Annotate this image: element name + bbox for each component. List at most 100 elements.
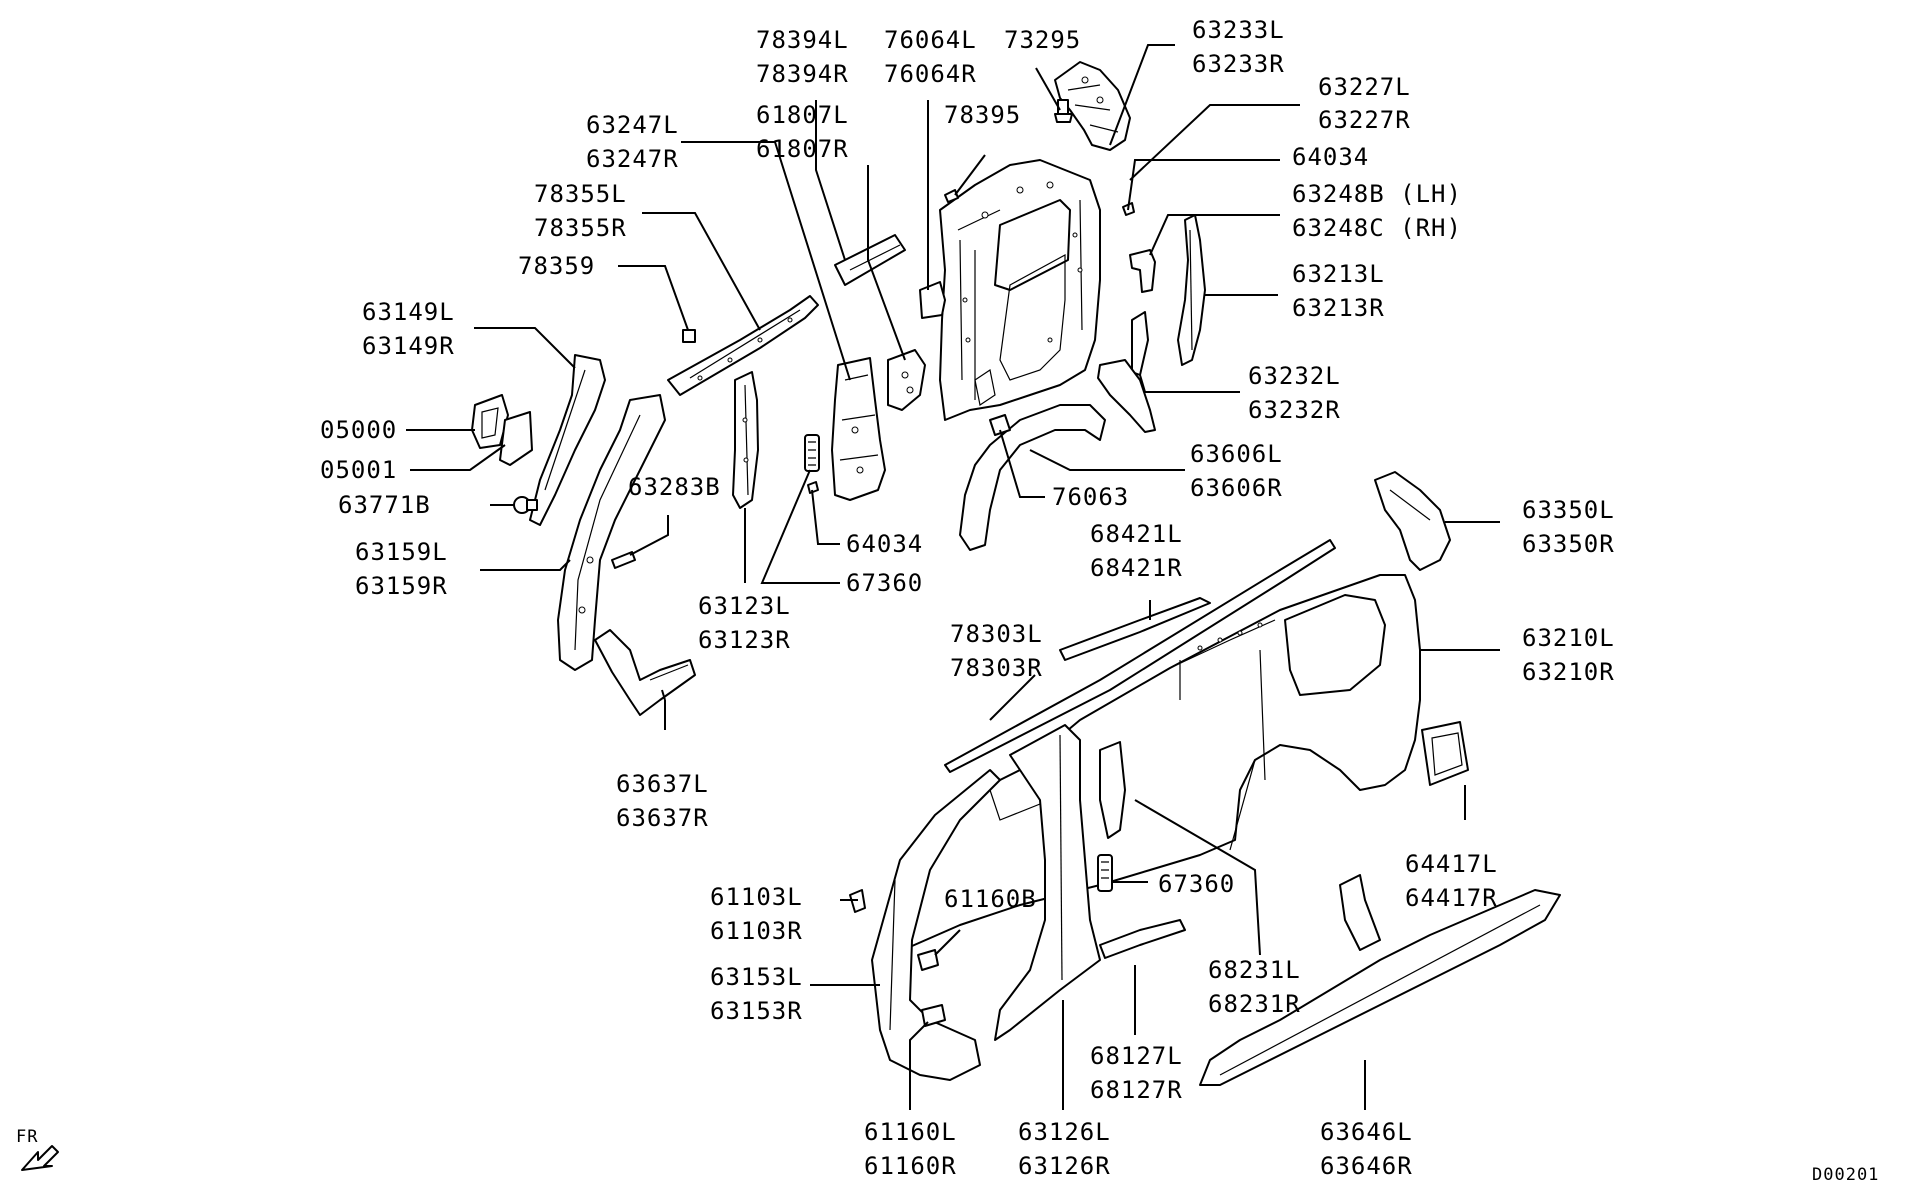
label-61807L[interactable]: 61807L bbox=[756, 101, 849, 129]
part-63123-reinforcement bbox=[732, 371, 759, 509]
label-64034-top[interactable]: 64034 bbox=[1292, 143, 1369, 171]
label-63771B[interactable]: 63771B bbox=[338, 491, 431, 519]
part-64034-clip-mid bbox=[807, 481, 819, 494]
part-63646-sill bbox=[1199, 874, 1561, 1086]
leader-lines bbox=[406, 44, 1500, 1110]
label-76064L[interactable]: 76064L bbox=[884, 26, 977, 54]
label-68127R[interactable]: 68127R bbox=[1090, 1076, 1183, 1104]
label-61807R[interactable]: 61807R bbox=[756, 135, 849, 163]
label-63646L[interactable]: 63646L bbox=[1320, 1118, 1413, 1146]
label-63149L[interactable]: 63149L bbox=[362, 298, 455, 326]
label-78359[interactable]: 78359 bbox=[518, 252, 595, 280]
label-63123L[interactable]: 63123L bbox=[698, 592, 791, 620]
label-78395[interactable]: 78395 bbox=[944, 101, 1021, 129]
part-05001 bbox=[499, 411, 533, 466]
part-67360-plate-lower bbox=[1097, 854, 1113, 892]
label-78355R[interactable]: 78355R bbox=[534, 214, 627, 242]
label-63248B[interactable]: 63248B (LH) bbox=[1292, 180, 1462, 208]
part-63149-pillar bbox=[529, 354, 606, 526]
part-63159-pillar bbox=[557, 394, 666, 671]
part-61160B bbox=[917, 949, 939, 971]
part-78394-member bbox=[834, 234, 906, 286]
label-63126R[interactable]: 63126R bbox=[1018, 1152, 1111, 1180]
label-63637R[interactable]: 63637R bbox=[616, 804, 709, 832]
label-63350L[interactable]: 63350L bbox=[1522, 496, 1615, 524]
fr-label: FR bbox=[16, 1127, 38, 1147]
part-63232-bracket bbox=[1097, 311, 1156, 433]
label-63153R[interactable]: 63153R bbox=[710, 997, 803, 1025]
part-61807-bracket bbox=[887, 349, 926, 411]
label-63153L[interactable]: 63153L bbox=[710, 963, 803, 991]
label-61160R[interactable]: 61160R bbox=[864, 1152, 957, 1180]
label-67360-top[interactable]: 67360 bbox=[846, 569, 923, 597]
label-68421L[interactable]: 68421L bbox=[1090, 520, 1183, 548]
part-63126-pillar bbox=[994, 724, 1101, 1041]
label-63606L[interactable]: 63606L bbox=[1190, 440, 1283, 468]
label-68421R[interactable]: 68421R bbox=[1090, 554, 1183, 582]
label-78394L[interactable]: 78394L bbox=[756, 26, 849, 54]
part-68421-drip bbox=[1059, 597, 1211, 661]
label-64034-mid[interactable]: 64034 bbox=[846, 530, 923, 558]
label-63233L[interactable]: 63233L bbox=[1192, 16, 1285, 44]
label-63247L[interactable]: 63247L bbox=[586, 111, 679, 139]
label-61103L[interactable]: 61103L bbox=[710, 883, 803, 911]
label-05001[interactable]: 05001 bbox=[320, 456, 397, 484]
label-63159R[interactable]: 63159R bbox=[355, 572, 448, 600]
fr-arrow-icon bbox=[21, 1145, 59, 1171]
label-63126L[interactable]: 63126L bbox=[1018, 1118, 1111, 1146]
label-78303R[interactable]: 78303R bbox=[950, 654, 1043, 682]
part-68127 bbox=[1099, 919, 1186, 959]
label-63248C[interactable]: 63248C (RH) bbox=[1292, 214, 1462, 242]
label-68127L[interactable]: 68127L bbox=[1090, 1042, 1183, 1070]
label-61103R[interactable]: 61103R bbox=[710, 917, 803, 945]
label-68231L[interactable]: 68231L bbox=[1208, 956, 1301, 984]
label-68231R[interactable]: 68231R bbox=[1208, 990, 1301, 1018]
part-76063 bbox=[989, 414, 1011, 436]
part-78359-clip bbox=[682, 329, 696, 343]
label-61160L[interactable]: 61160L bbox=[864, 1118, 957, 1146]
label-63232R[interactable]: 63232R bbox=[1248, 396, 1341, 424]
part-76064-bracket bbox=[919, 281, 946, 319]
label-63283B[interactable]: 63283B bbox=[628, 473, 721, 501]
label-63232L[interactable]: 63232L bbox=[1248, 362, 1341, 390]
label-05000[interactable]: 05000 bbox=[320, 416, 397, 444]
label-63227R[interactable]: 63227R bbox=[1318, 106, 1411, 134]
label-63350R[interactable]: 63350R bbox=[1522, 530, 1615, 558]
label-64417L[interactable]: 64417L bbox=[1405, 850, 1498, 878]
label-76063[interactable]: 76063 bbox=[1052, 483, 1129, 511]
label-63149R[interactable]: 63149R bbox=[362, 332, 455, 360]
label-76064R[interactable]: 76064R bbox=[884, 60, 977, 88]
label-78355L[interactable]: 78355L bbox=[534, 180, 627, 208]
label-63210R[interactable]: 63210R bbox=[1522, 658, 1615, 686]
part-63213-reinforcement bbox=[1177, 214, 1206, 366]
label-64417R[interactable]: 64417R bbox=[1405, 884, 1498, 912]
label-63227L[interactable]: 63227L bbox=[1318, 73, 1411, 101]
label-61160B[interactable]: 61160B bbox=[944, 885, 1037, 913]
label-63213R[interactable]: 63213R bbox=[1292, 294, 1385, 322]
label-63233R[interactable]: 63233R bbox=[1192, 50, 1285, 78]
label-73295[interactable]: 73295 bbox=[1004, 26, 1081, 54]
part-63227-inner-panel bbox=[939, 159, 1101, 421]
part-67360-plate-top bbox=[804, 434, 820, 472]
label-63247R[interactable]: 63247R bbox=[586, 145, 679, 173]
label-78394R[interactable]: 78394R bbox=[756, 60, 849, 88]
part-63606-wheelhouse bbox=[959, 404, 1106, 551]
label-63210L[interactable]: 63210L bbox=[1522, 624, 1615, 652]
label-63646R[interactable]: 63646R bbox=[1320, 1152, 1413, 1180]
part-63210-outer-panel bbox=[879, 574, 1421, 961]
label-63213L[interactable]: 63213L bbox=[1292, 260, 1385, 288]
part-61160 bbox=[921, 1004, 946, 1027]
part-64417 bbox=[1421, 721, 1469, 786]
diagram-code: D00201 bbox=[1812, 1165, 1879, 1185]
part-63350 bbox=[1374, 471, 1451, 571]
label-63637L[interactable]: 63637L bbox=[616, 770, 709, 798]
label-63123R[interactable]: 63123R bbox=[698, 626, 791, 654]
label-63606R[interactable]: 63606R bbox=[1190, 474, 1283, 502]
part-63637 bbox=[594, 629, 696, 716]
part-63247-pillar bbox=[831, 357, 886, 501]
part-68231 bbox=[1099, 741, 1126, 839]
label-78303L[interactable]: 78303L bbox=[950, 620, 1043, 648]
label-63159L[interactable]: 63159L bbox=[355, 538, 448, 566]
label-67360-lower[interactable]: 67360 bbox=[1158, 870, 1235, 898]
